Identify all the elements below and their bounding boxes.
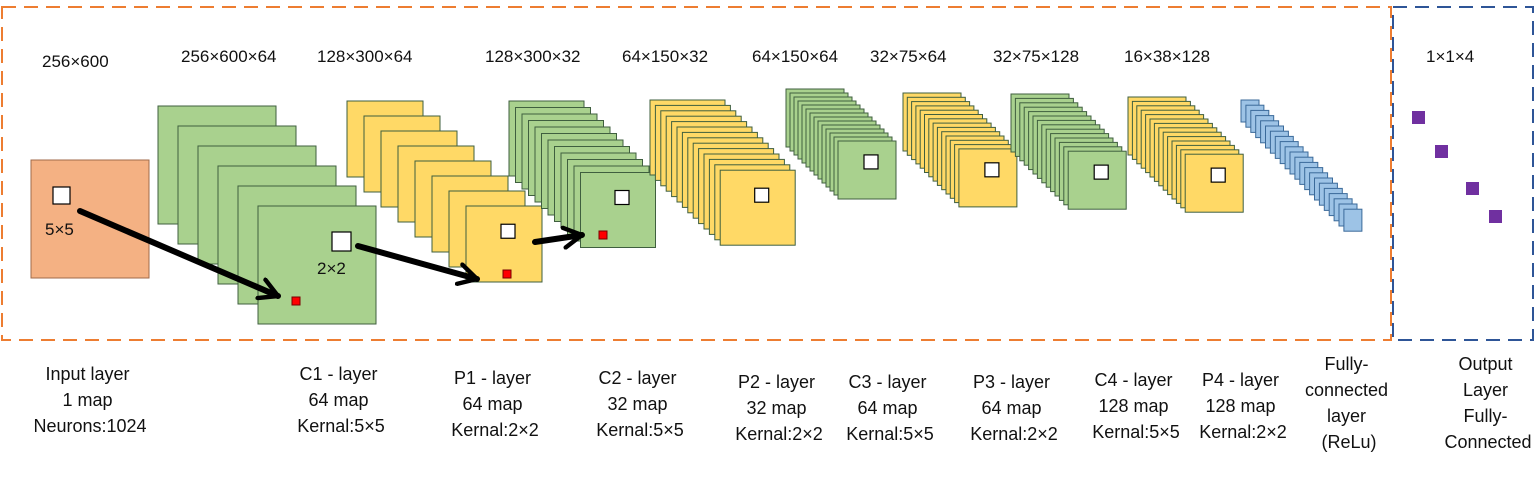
fc-unit (1343, 208, 1363, 232)
p2-feature-map (719, 169, 796, 246)
caption-p4: P4 - layer 128 map Kernal:2×2 (1199, 370, 1287, 442)
kernel-label-c1: 2×2 (317, 259, 346, 278)
p3-feature-map (958, 148, 1018, 208)
p1-kernel-window (500, 223, 516, 239)
p2-kernel-window (754, 187, 770, 203)
c4-feature-map (1067, 150, 1127, 210)
c4-kernel-window (1093, 164, 1109, 180)
dim-label-c2: 128×300×32 (485, 47, 581, 66)
arrow-c1-to-p1 (355, 243, 480, 279)
caption-c2: C2 - layer 32 map Kernal:5×5 (596, 368, 684, 440)
p1-marker (502, 269, 512, 279)
c2-marker (598, 230, 608, 240)
caption-c3: C3 - layer 64 map Kernal:5×5 (846, 372, 934, 444)
output-units (1412, 111, 1502, 223)
output-unit (1412, 111, 1425, 124)
p4-feature-map (1184, 153, 1244, 213)
caption-p3: P3 - layer 64 map Kernal:2×2 (970, 372, 1058, 444)
input-feature-map (30, 159, 150, 279)
kernel-label-input: 5×5 (45, 220, 74, 239)
arrow-input-to-c1 (77, 208, 281, 296)
dim-label-c1: 256×600×64 (181, 47, 277, 66)
p4-kernel-window (1210, 167, 1226, 183)
dim-label-c3: 64×150×64 (752, 47, 838, 66)
p3-kernel-window (984, 162, 1000, 178)
dim-label-input: 256×600 (42, 52, 109, 71)
c2-kernel-window (614, 189, 630, 206)
caption-output: Output Layer Fully- Connected (1444, 354, 1531, 452)
c1-feature-map (257, 205, 377, 325)
caption-p2: P2 - layer 32 map Kernal:2×2 (735, 372, 823, 444)
kernel-window (52, 186, 71, 205)
caption-c1: C1 - layer 64 map Kernal:5×5 (297, 364, 385, 436)
dim-label-c4: 32×75×128 (993, 47, 1079, 66)
dim-label-p4: 16×38×128 (1124, 47, 1210, 66)
arrow-p1-to-c2 (532, 235, 585, 242)
dim-label-p2: 64×150×32 (622, 47, 708, 66)
caption-p1: P1 - layer 64 map Kernal:2×2 (451, 368, 539, 440)
connection-arrows (77, 208, 585, 296)
c1-kernel-window (331, 231, 352, 252)
output-unit (1435, 145, 1448, 158)
dim-label-p1: 128×300×64 (317, 47, 413, 66)
c1-marker (291, 296, 301, 306)
output-frame (1392, 6, 1534, 341)
c2-feature-map (580, 172, 656, 248)
dim-label-output: 1×1×4 (1426, 47, 1474, 66)
dim-label-p3: 32×75×64 (870, 47, 947, 66)
caption-c4: C4 - layer 128 map Kernal:5×5 (1092, 370, 1180, 442)
output-unit (1489, 210, 1502, 223)
c3-kernel-window (863, 154, 879, 170)
caption-fc: Fully- connected layer (ReLu) (1305, 354, 1393, 452)
caption-input: Input layer 1 map Neurons:1024 (33, 364, 146, 436)
output-unit (1466, 182, 1479, 195)
feature-map-stacks (30, 88, 1363, 325)
feature-extraction-frame (1, 6, 1392, 341)
c3-feature-map (837, 140, 897, 200)
